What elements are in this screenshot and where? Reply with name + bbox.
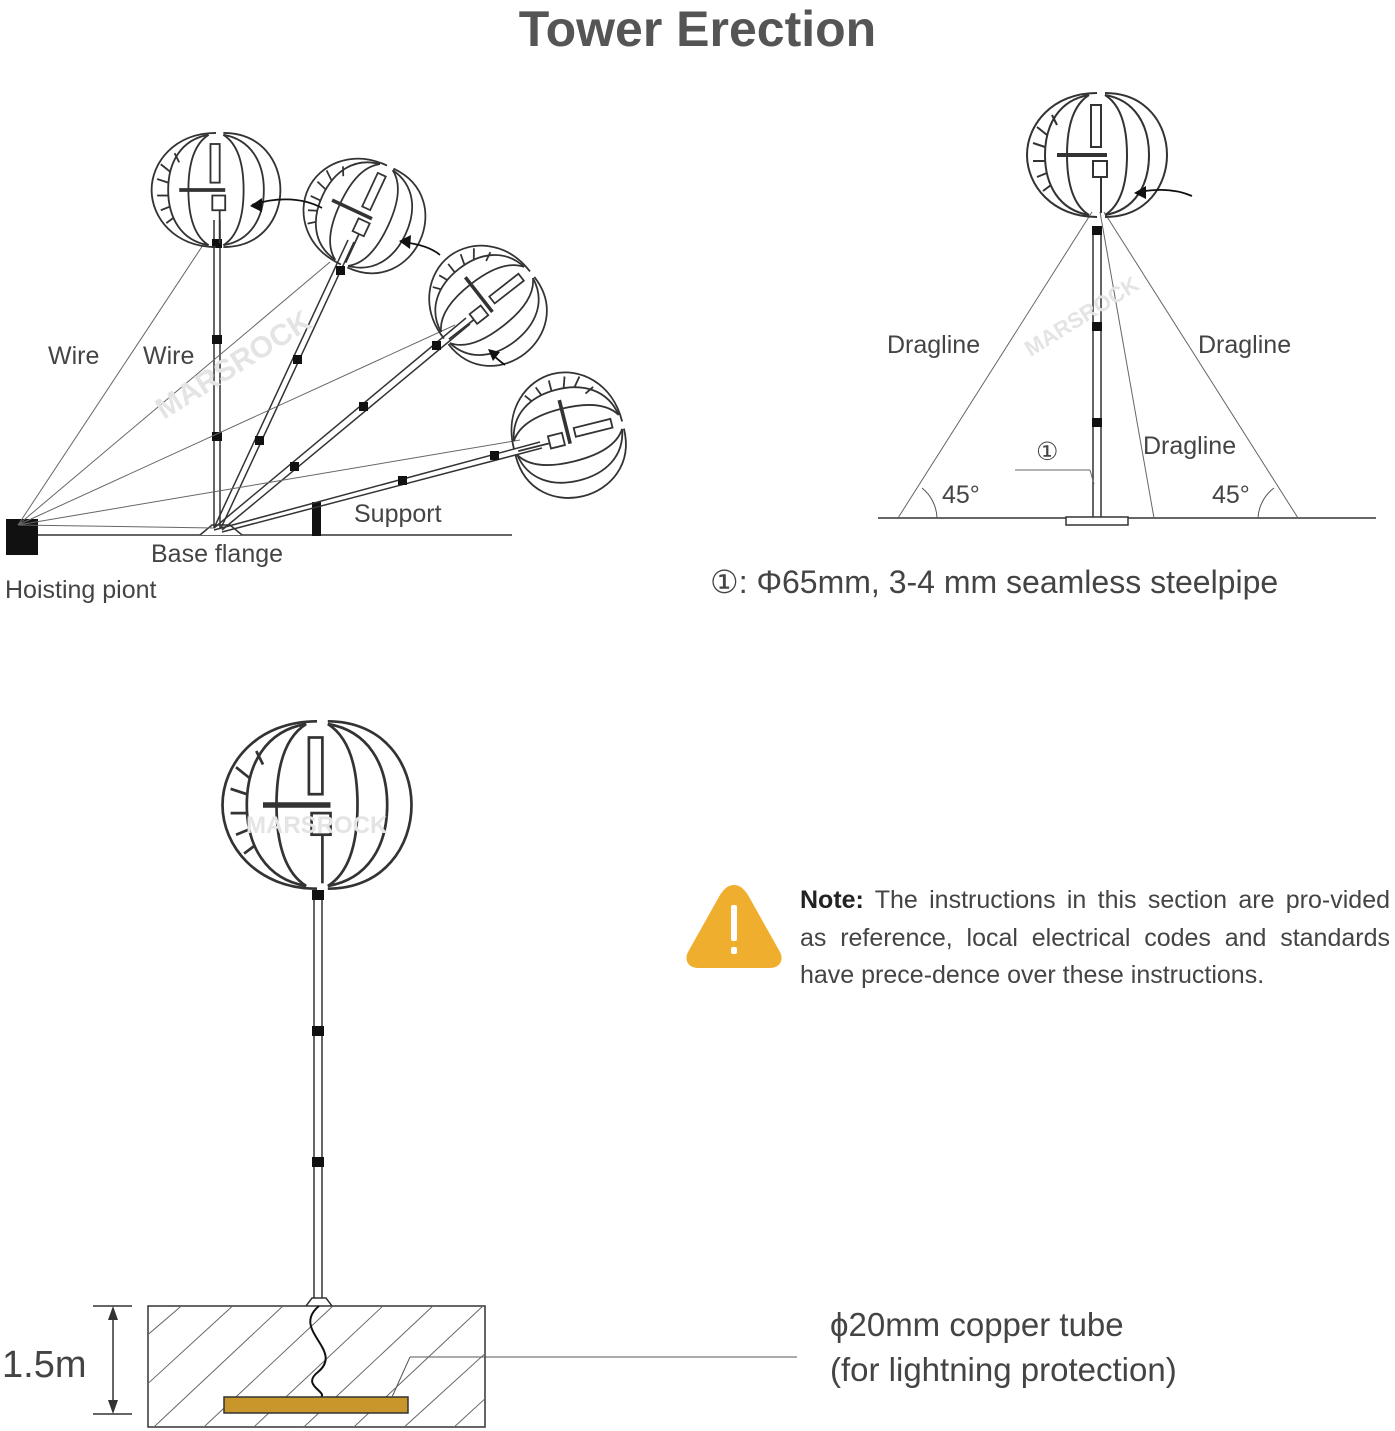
wire-label-2: Wire bbox=[143, 342, 195, 370]
hoisting-point-label: Hoisting piont bbox=[5, 576, 157, 604]
note-prefix: Note: bbox=[800, 886, 864, 914]
depth-label: 1.5m bbox=[2, 1344, 87, 1386]
watermark-bottom: MARSROCK bbox=[246, 812, 388, 839]
angle-label-left: 45° bbox=[942, 481, 980, 509]
callout-marker: ① bbox=[1036, 438, 1059, 466]
base-flange-label: Base flange bbox=[151, 540, 284, 568]
copper-tube-label-line2: (for lightning protection) bbox=[830, 1351, 1177, 1388]
raising-diagram bbox=[6, 131, 640, 555]
note-text: The instructions in this section are pro… bbox=[800, 886, 1391, 989]
support-post bbox=[312, 502, 321, 536]
note-block: Note: The instructions in this section a… bbox=[800, 882, 1390, 995]
wire-label-1: Wire bbox=[48, 342, 100, 370]
grounded-tower bbox=[93, 721, 797, 1428]
dragline-diagram bbox=[878, 91, 1376, 526]
dragline-label-left: Dragline bbox=[887, 331, 981, 359]
dragline-label-center: Dragline bbox=[1143, 432, 1237, 460]
dragline-label-right: Dragline bbox=[1198, 331, 1292, 359]
angle-label-right: 45° bbox=[1212, 481, 1250, 509]
support-label: Support bbox=[354, 500, 442, 528]
copper-tube bbox=[223, 1396, 409, 1414]
warning-icon bbox=[686, 885, 782, 968]
pipe-spec-label: ①: Φ65mm, 3-4 mm seamless steelpipe bbox=[710, 564, 1279, 600]
copper-tube-label-line1: ϕ20mm copper tube bbox=[830, 1306, 1124, 1343]
page-title: Tower Erection bbox=[518, 1, 877, 57]
